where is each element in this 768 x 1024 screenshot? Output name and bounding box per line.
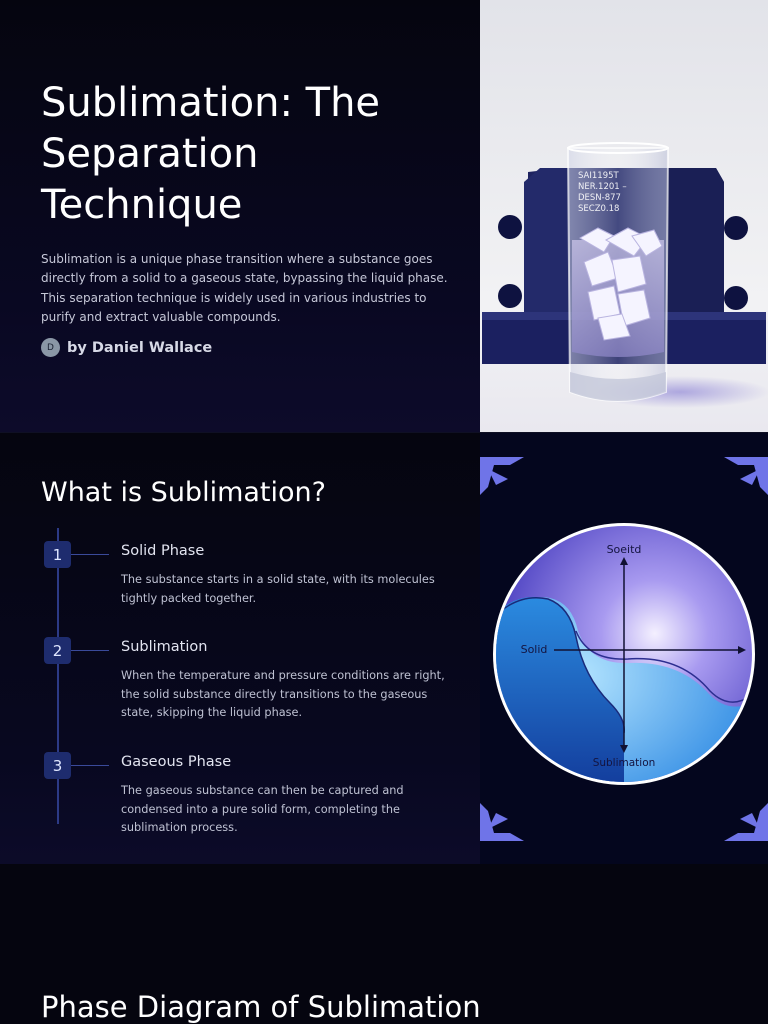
step-connector xyxy=(71,765,109,766)
intro-paragraph: Sublimation is a unique phase transition… xyxy=(41,252,448,324)
step-number-badge: 1 xyxy=(44,541,71,568)
step-description: The substance starts in a solid state, w… xyxy=(121,573,435,605)
section-heading: Phase Diagram of Sublimation xyxy=(41,990,481,1024)
phase-circle-image: Soeitd Solid Sublimation xyxy=(480,433,768,865)
step-number-badge: 2 xyxy=(44,637,71,664)
glass-illustration: SAI1195T NER.1201 – DESN-877 SECZ0.18 xyxy=(480,0,768,432)
avatar: D xyxy=(41,338,60,357)
diagram-label-solid: Solid xyxy=(521,643,548,656)
glass-label-4: SECZ0.18 xyxy=(578,204,619,214)
step-title: Sublimation xyxy=(121,639,208,655)
step-title: Solid Phase xyxy=(121,543,205,559)
sublimation-glass-image: SAI1195T NER.1201 – DESN-877 SECZ0.18 xyxy=(480,0,768,432)
phase-diagram-section: Phase Diagram of Sublimation xyxy=(0,864,768,1024)
diagram-label-top: Soeitd xyxy=(607,543,642,556)
what-is-section: What is Sublimation? 1 Solid Phase The s… xyxy=(0,432,768,865)
hero-section: Sublimation: The Separation Technique Su… xyxy=(0,0,768,432)
glass-label-2: NER.1201 – xyxy=(578,182,627,192)
step-title: Gaseous Phase xyxy=(121,754,232,770)
section-heading: What is Sublimation? xyxy=(41,477,326,508)
diagram-label-sublimation: Sublimation xyxy=(593,757,656,769)
timeline-line xyxy=(57,528,59,824)
author-byline: D by Daniel Wallace xyxy=(41,338,212,357)
step-connector xyxy=(71,650,109,651)
page-title: Sublimation: The Separation Technique xyxy=(41,80,381,228)
step-connector xyxy=(71,554,109,555)
glass-label-3: DESN-877 xyxy=(578,193,621,203)
step-number-badge: 3 xyxy=(44,752,71,779)
step-description: The gaseous substance can then be captur… xyxy=(121,784,404,835)
author-name: by Daniel Wallace xyxy=(67,339,213,356)
glass-label-1: SAI1195T xyxy=(578,171,620,181)
step-description: When the temperature and pressure condit… xyxy=(121,669,445,720)
hero-text-panel: Sublimation: The Separation Technique Su… xyxy=(0,0,480,432)
phase-circle-illustration: Soeitd Solid Sublimation xyxy=(480,433,768,865)
